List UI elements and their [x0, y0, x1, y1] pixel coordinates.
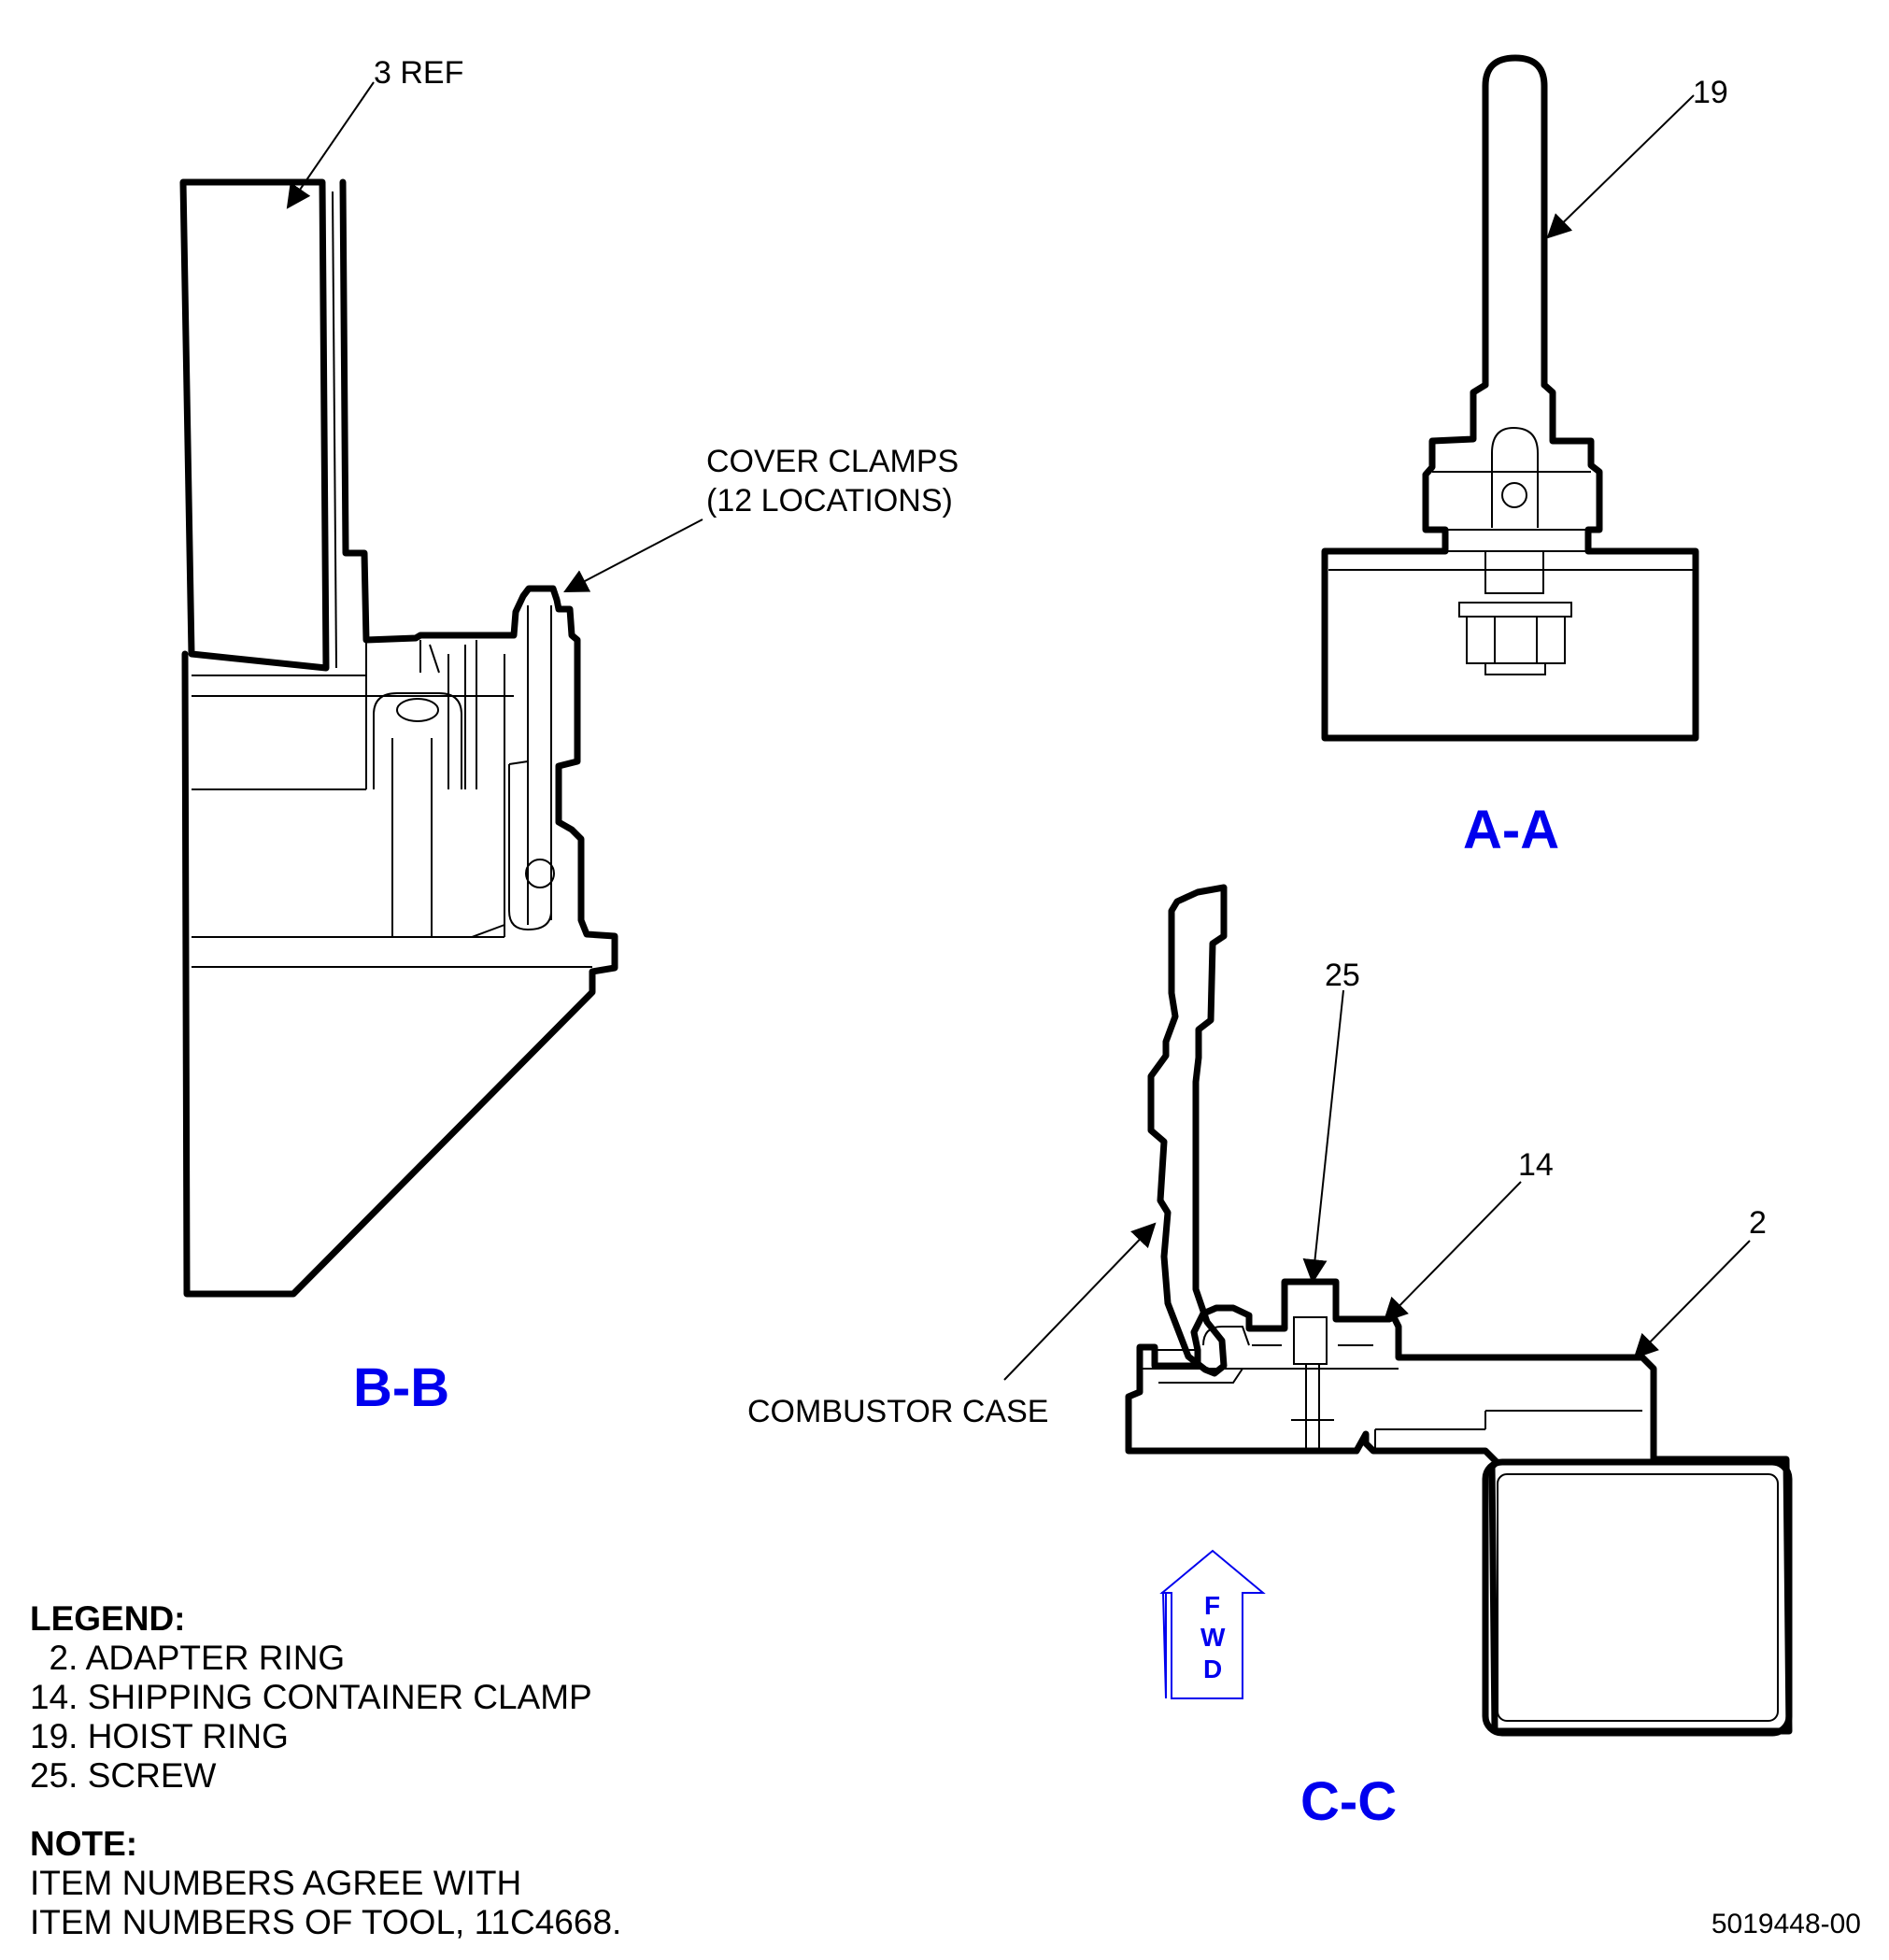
cc-combustor-case-label: COMBUSTOR CASE [747, 1394, 1048, 1429]
legend-item: 14. SHIPPING CONTAINER CLAMP [30, 1678, 592, 1716]
section-bb-view: 3 REF COVER CLAMPS (12 LOCATIONS) B-B [179, 55, 959, 1418]
aa-internal-lines [1328, 426, 1693, 675]
bb-ref3-label: 3 REF [374, 55, 463, 91]
bb-item3-panel [179, 178, 330, 672]
aa-item19-leader [1546, 94, 1695, 239]
section-aa-view: 19 A-A [1321, 54, 1728, 860]
legend: LEGEND: 2. ADAPTER RING 14. SHIPPING CON… [30, 1599, 592, 1796]
legend-item: 2. ADAPTER RING [30, 1639, 346, 1677]
section-cc-view: 25 14 2 COMBUSTOR CASE C-C [747, 884, 1793, 1832]
fwd-letter-w: W [1200, 1623, 1226, 1652]
cc-combustor-case [1147, 884, 1228, 1377]
aa-hoist-ring [1482, 54, 1548, 389]
cc-internal-lines [1140, 1316, 1642, 1451]
legend-item: 19. HOIST RING [30, 1717, 289, 1755]
fwd-arrow-shape [1159, 1549, 1266, 1699]
cc-item2-leader [1633, 1240, 1751, 1359]
aa-item19-label: 19 [1693, 75, 1728, 110]
bb-cover-clamps-leader [563, 518, 703, 593]
section-bb-label: B-B [353, 1357, 449, 1418]
section-aa-label: A-A [1463, 800, 1559, 860]
fwd-letter-d: D [1203, 1655, 1222, 1683]
cc-item25-leader [1302, 989, 1344, 1285]
cc-item25-label: 25 [1325, 958, 1360, 993]
bb-vertical-rib [181, 178, 618, 1298]
fwd-arrow: F W D [1159, 1549, 1266, 1699]
cc-item14-label: 14 [1518, 1147, 1554, 1183]
note-title: NOTE: [30, 1825, 138, 1863]
bb-ref3-leader [286, 81, 375, 209]
note: NOTE: ITEM NUMBERS AGREE WITH ITEM NUMBE… [30, 1825, 621, 1942]
cc-adapter-ring [1125, 1278, 1793, 1735]
bb-cover-clamps-label-2: (12 LOCATIONS) [706, 483, 953, 518]
cc-item14-leader [1383, 1181, 1522, 1323]
document-number: 5019448-00 [1711, 1909, 1861, 1939]
fwd-arrow-outline [1161, 1592, 1167, 1699]
cc-combustor-case-leader [1003, 1222, 1157, 1381]
section-cc-label: C-C [1300, 1771, 1397, 1832]
legend-item: 25. SCREW [30, 1756, 217, 1795]
fwd-letter-f: F [1204, 1591, 1220, 1620]
cc-item2-label: 2 [1749, 1205, 1767, 1241]
bb-cover-clamps-label: COVER CLAMPS [706, 444, 959, 479]
note-line: ITEM NUMBERS OF TOOL, 11C4668. [30, 1903, 622, 1941]
cc-square-container [1482, 1458, 1793, 1737]
legend-title: LEGEND: [30, 1599, 186, 1638]
aa-body [1321, 381, 1699, 742]
bb-internal-lines [192, 191, 592, 968]
note-line: ITEM NUMBERS AGREE WITH [30, 1864, 522, 1902]
